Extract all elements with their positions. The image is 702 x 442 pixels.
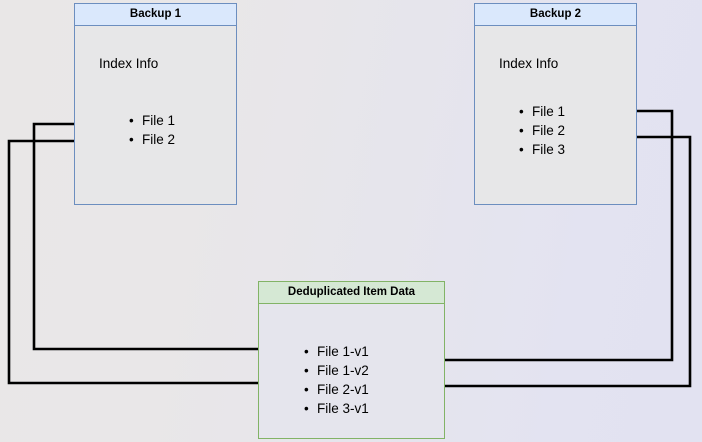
- backup1-box[interactable]: Backup 1 Index Info File 1 File 2: [74, 3, 237, 205]
- list-item: File 1-v2: [304, 361, 369, 380]
- backup1-header: Backup 1: [75, 4, 236, 26]
- list-item: File 3: [519, 140, 565, 159]
- backup2-file-list: File 1 File 2 File 3: [519, 102, 565, 159]
- backup1-index-label: Index Info: [99, 56, 159, 71]
- backup2-index-label: Index Info: [499, 56, 559, 71]
- list-item: File 1-v1: [304, 342, 369, 361]
- list-item: File 1: [129, 111, 175, 130]
- backup2-header: Backup 2: [475, 4, 636, 26]
- list-item: File 2: [519, 121, 565, 140]
- dedup-item-list: File 1-v1 File 1-v2 File 2-v1 File 3-v1: [304, 342, 369, 418]
- backup2-box[interactable]: Backup 2 Index Info File 1 File 2 File 3: [474, 3, 637, 205]
- dedup-body: File 1-v1 File 1-v2 File 2-v1 File 3-v1: [259, 304, 444, 438]
- dedup-header: Deduplicated Item Data: [259, 282, 444, 304]
- backup1-body: Index Info File 1 File 2: [75, 26, 236, 204]
- list-item: File 3-v1: [304, 399, 369, 418]
- backup2-body: Index Info File 1 File 2 File 3: [475, 26, 636, 204]
- list-item: File 2: [129, 130, 175, 149]
- dedup-box[interactable]: Deduplicated Item Data File 1-v1 File 1-…: [258, 281, 445, 439]
- list-item: File 1: [519, 102, 565, 121]
- backup1-file-list: File 1 File 2: [129, 111, 175, 149]
- list-item: File 2-v1: [304, 380, 369, 399]
